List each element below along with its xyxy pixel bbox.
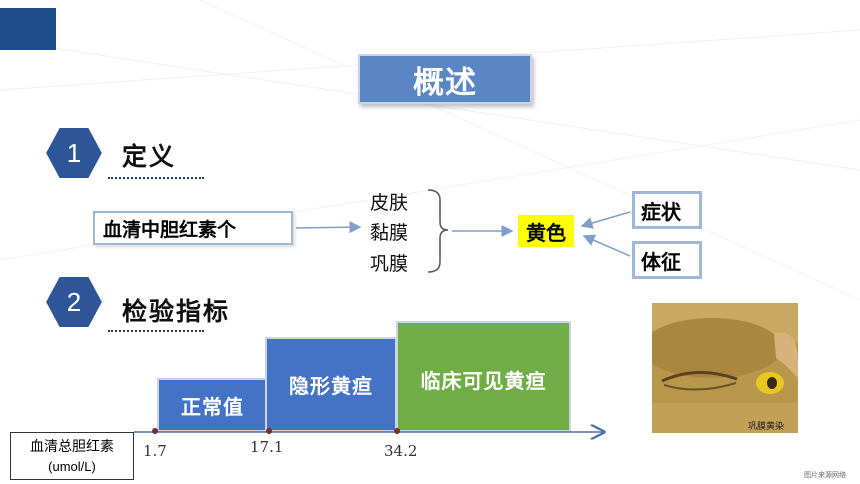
unit-value: (umol/L) xyxy=(48,459,96,474)
photo-caption: 巩膜黄染 xyxy=(748,420,784,432)
section-underline xyxy=(108,177,204,179)
section-underline xyxy=(108,330,204,332)
section-title-definition: 定义 xyxy=(122,142,177,171)
unit-label: 血清总胆红素 xyxy=(30,439,114,455)
tick-label-clinical: 34.2 xyxy=(384,442,418,460)
organ-sclera: 巩膜 xyxy=(370,253,409,275)
slide-title: 概述 xyxy=(358,54,532,104)
corner-accent xyxy=(0,8,56,50)
step-latent-jaundice: 隐形黄疸 xyxy=(265,337,397,432)
section-number-1: 1 xyxy=(66,137,82,168)
result-yellow-label: 黄色 xyxy=(518,215,574,247)
section-title-indicators: 检验指标 xyxy=(122,297,231,326)
serum-bilirubin-box: 血清中胆红素个 xyxy=(93,211,293,245)
symptom-box: 症状 xyxy=(632,191,702,229)
organ-skin: 皮肤 xyxy=(370,192,409,214)
hexagon-icon xyxy=(44,275,104,329)
physical-sign-box: 体征 xyxy=(632,241,702,279)
step-clinical-jaundice: 临床可见黄疸 xyxy=(396,321,571,432)
step-normal: 正常值 xyxy=(157,378,268,432)
section-number-2: 2 xyxy=(66,286,82,317)
hexagon-icon xyxy=(44,126,104,180)
organ-mucosa: 黏膜 xyxy=(370,222,409,244)
unit-box: 血清总胆红素 (umol/L) xyxy=(10,432,134,480)
tick-label-normal: 1.7 xyxy=(143,442,167,460)
tick-label-latent: 17.1 xyxy=(250,438,284,456)
jaundice-eye-photo: 巩膜黄染 xyxy=(652,303,798,433)
image-credit: 图片来源网络 xyxy=(804,471,846,479)
